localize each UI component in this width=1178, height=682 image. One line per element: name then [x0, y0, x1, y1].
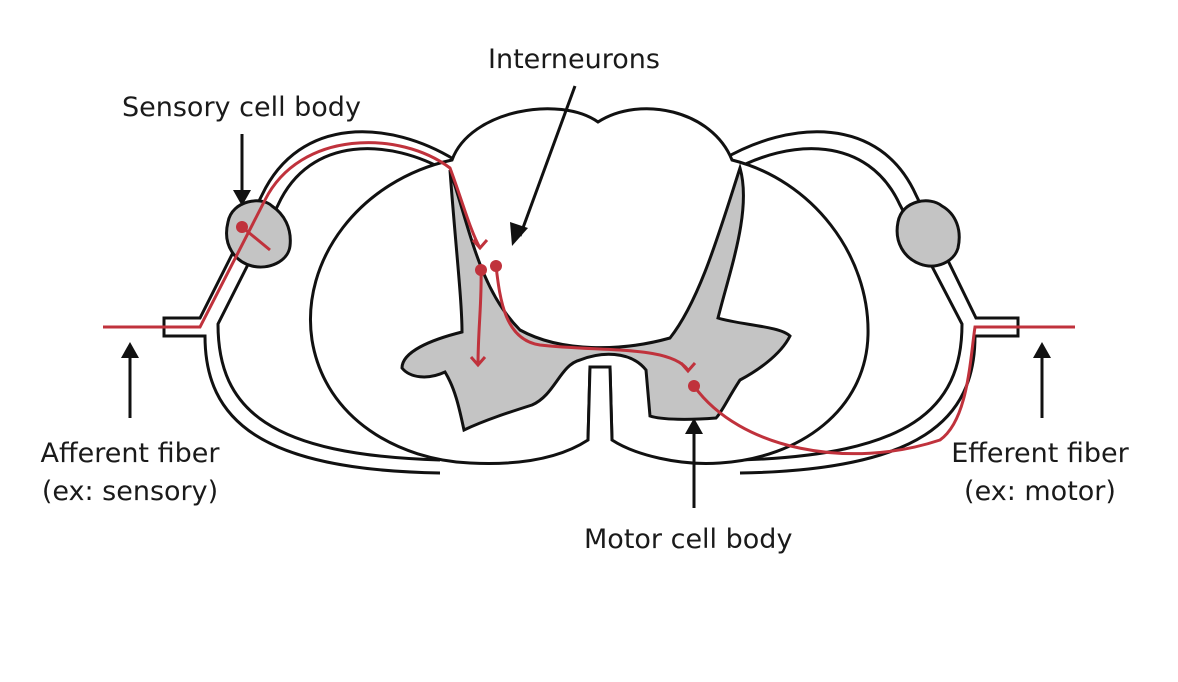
afferent-fiber-path	[103, 141, 482, 329]
right-spinal-nerve-inner	[729, 147, 964, 462]
label-interneurons: Interneurons	[488, 44, 660, 75]
label-motor-cell-body: Motor cell body	[584, 524, 793, 555]
left-spinal-nerve-outer	[162, 130, 456, 475]
interneuron-1-terminal	[469, 356, 487, 368]
arrow-afferent-fiber	[121, 342, 139, 418]
interneuron-1	[476, 269, 483, 366]
label-efferent-fiber: Efferent fiber	[951, 438, 1129, 469]
interneuron-2	[494, 265, 690, 371]
arrow-interneurons	[510, 85, 577, 246]
arrow-motor-cell-body	[685, 418, 703, 508]
interneuron-2-body	[490, 260, 502, 272]
ventral-fissure	[586, 365, 614, 441]
interneuron-1-body	[475, 264, 487, 276]
motor-synapse	[679, 362, 697, 374]
dorsal-synapse	[471, 239, 489, 251]
label-afferent-fiber: Afferent fiber	[40, 438, 220, 469]
sensory-axon-branch	[241, 225, 271, 252]
label-afferent-example: (ex: sensory)	[41, 476, 219, 507]
sensory-ganglion-left	[225, 199, 292, 269]
right-spinal-nerve-outer	[721, 130, 1020, 475]
ganglion-right	[895, 199, 961, 268]
label-efferent-example: (ex: motor)	[964, 476, 1116, 507]
arrow-efferent-fiber	[1033, 342, 1051, 418]
left-spinal-nerve-inner	[216, 147, 449, 462]
efferent-fiber-path	[692, 325, 1075, 456]
sensory-cell-body	[236, 221, 248, 233]
motor-cell-body	[688, 380, 700, 392]
label-sensory-cell-body: Sensory cell body	[122, 92, 361, 123]
arrow-sensory-cell-body	[233, 134, 251, 206]
